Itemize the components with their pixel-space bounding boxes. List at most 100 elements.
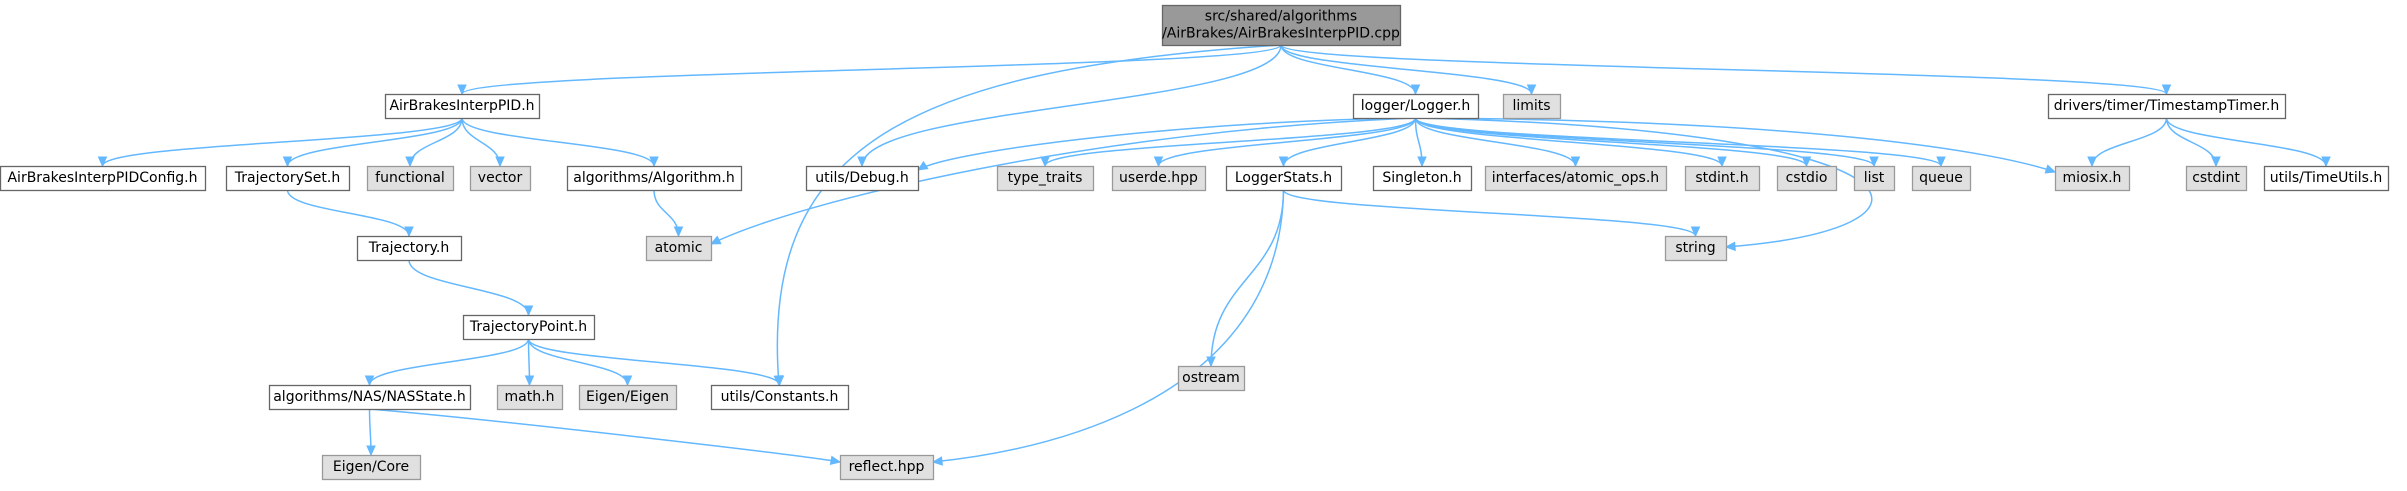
node-label: AirBrakesInterpPIDConfig.h xyxy=(7,170,197,186)
edge-airbrakes_h-to-functional xyxy=(405,117,463,168)
node-miosix-h[interactable]: miosix.h xyxy=(2054,165,2131,192)
edge-line xyxy=(368,338,530,386)
node-label: algorithms/NAS/NASState.h xyxy=(273,389,466,405)
node-list[interactable]: list xyxy=(1853,165,1896,192)
node-box xyxy=(1684,165,1761,192)
node-reflect-hpp[interactable]: reflect.hpp xyxy=(839,454,935,481)
node-box xyxy=(1161,4,1402,47)
node-trajset-h[interactable]: TrajectorySet.h xyxy=(225,165,351,192)
edge-nasstate_h-to-eigen_core xyxy=(366,408,376,457)
node-atomic-ops-h[interactable]: interfaces/atomic_ops.h xyxy=(1484,165,1668,192)
node-userde[interactable]: userde.hpp xyxy=(1111,165,1207,192)
node-label: TrajectorySet.h xyxy=(234,170,340,186)
edge-arrowhead xyxy=(1570,156,1581,168)
node-trajectory-h[interactable]: Trajectory.h xyxy=(356,235,463,262)
node-box xyxy=(2047,93,2287,120)
node-loggerstats-h[interactable]: LoggerStats.h xyxy=(1225,165,1343,192)
node-label: /AirBrakes/AirBrakesInterpPID.cpp xyxy=(1162,26,1400,42)
node-nasstate-h[interactable]: algorithms/NAS/NASState.h xyxy=(268,384,472,411)
node-label: TrajectoryPoint.h xyxy=(469,319,587,335)
edge-airbrakes_h-to-trajset_h xyxy=(282,117,463,168)
edge-arrowhead xyxy=(1153,156,1164,168)
edge-airbrakes_h-to-vector xyxy=(461,117,505,168)
node-airbrakes-h[interactable]: AirBrakesInterpPID.h xyxy=(384,93,541,120)
node-box xyxy=(366,165,455,192)
node-queue[interactable]: queue xyxy=(1911,165,1972,192)
edge-arrowhead xyxy=(1278,156,1289,168)
node-box xyxy=(2185,165,2248,192)
node-box xyxy=(1664,235,1728,262)
node-type-traits[interactable]: type_traits xyxy=(996,165,1095,192)
node-box xyxy=(0,165,207,192)
node-ostream[interactable]: ostream xyxy=(1177,365,1246,392)
node-label: reflect.hpp xyxy=(849,459,925,475)
node-box xyxy=(2054,165,2131,192)
edge-arrowhead xyxy=(2161,84,2172,96)
node-eigen[interactable]: Eigen/Eigen xyxy=(578,384,678,411)
node-label: drivers/timer/TimestampTimer.h xyxy=(2054,98,2280,114)
edge-nasstate_h-to-reflect_hpp xyxy=(369,408,842,466)
edge-arrowhead xyxy=(857,156,867,168)
edge-line xyxy=(1282,189,1697,237)
node-algorithm-h[interactable]: algorithms/Algorithm.h xyxy=(566,165,743,192)
edge-loggerstats_h-to-reflect_hpp xyxy=(931,189,1285,466)
node-label: utils/Constants.h xyxy=(721,389,839,405)
node-trajpoint-h[interactable]: TrajectoryPoint.h xyxy=(462,314,596,341)
node-timestamp-h[interactable]: drivers/timer/TimestampTimer.h xyxy=(2047,93,2287,120)
node-pidconfig-h[interactable]: AirBrakesInterpPIDConfig.h xyxy=(0,165,207,192)
node-string[interactable]: string xyxy=(1664,235,1728,262)
edge-arrowhead xyxy=(1417,156,1427,168)
edge-line xyxy=(527,338,629,386)
edge-arrowhead xyxy=(916,160,929,171)
node-box xyxy=(1853,165,1896,192)
node-cstdint[interactable]: cstdint xyxy=(2185,165,2248,192)
node-timeutils-h[interactable]: utils/TimeUtils.h xyxy=(2263,165,2390,192)
node-label: type_traits xyxy=(1008,170,1083,186)
node-cstdio[interactable]: cstdio xyxy=(1776,165,1838,192)
edge-arrowhead xyxy=(2044,164,2057,174)
node-atomic[interactable]: atomic xyxy=(645,235,713,262)
node-limits[interactable]: limits xyxy=(1502,93,1562,120)
node-label: interfaces/atomic_ops.h xyxy=(1492,170,1659,186)
edge-logger_h-to-debug_h xyxy=(916,117,1416,171)
node-box xyxy=(996,165,1095,192)
node-box xyxy=(1372,165,1473,192)
edge-line xyxy=(286,189,410,237)
node-box xyxy=(496,384,564,411)
node-label: logger/Logger.h xyxy=(1361,98,1471,114)
edge-arrowhead xyxy=(1526,84,1537,96)
node-functional[interactable]: functional xyxy=(366,165,455,192)
edge-logger_h-to-loggerstats_h xyxy=(1278,117,1417,168)
node-label: cstdint xyxy=(2192,170,2240,186)
node-singleton-h[interactable]: Singleton.h xyxy=(1372,165,1473,192)
edge-line xyxy=(286,117,463,167)
node-label: LoggerStats.h xyxy=(1235,170,1332,186)
node-vector[interactable]: vector xyxy=(469,165,532,192)
edge-arrowhead xyxy=(1690,226,1701,238)
edge-line xyxy=(527,338,781,386)
edge-arrowhead xyxy=(523,305,534,317)
edge-line xyxy=(2165,117,2327,167)
node-stdint-h[interactable]: stdint.h xyxy=(1684,165,1761,192)
node-box xyxy=(384,93,541,120)
node-debug-h[interactable]: utils/Debug.h xyxy=(805,165,920,192)
node-box xyxy=(268,384,472,411)
edge-arrowhead xyxy=(457,84,467,96)
node-eigen-core[interactable]: Eigen/Core xyxy=(321,454,422,481)
edge-arrowhead xyxy=(1410,84,1421,96)
node-box xyxy=(225,165,351,192)
edge-logger_h-to-stdint_h xyxy=(1414,117,1727,168)
edge-timestamp_h-to-miosix_h xyxy=(2087,117,2168,168)
edge-arrowhead xyxy=(524,375,535,387)
node-math-h[interactable]: math.h xyxy=(496,384,564,411)
node-root[interactable]: src/shared/algorithms/AirBrakes/AirBrake… xyxy=(1161,4,1402,47)
node-logger-h[interactable]: logger/Logger.h xyxy=(1352,93,1480,120)
node-box xyxy=(1177,365,1246,392)
node-label: functional xyxy=(375,170,445,186)
node-constants-h[interactable]: utils/Constants.h xyxy=(710,384,850,411)
edge-line xyxy=(776,44,1282,386)
node-label: math.h xyxy=(505,389,555,405)
node-box xyxy=(578,384,678,411)
edge-line xyxy=(1157,117,1417,167)
